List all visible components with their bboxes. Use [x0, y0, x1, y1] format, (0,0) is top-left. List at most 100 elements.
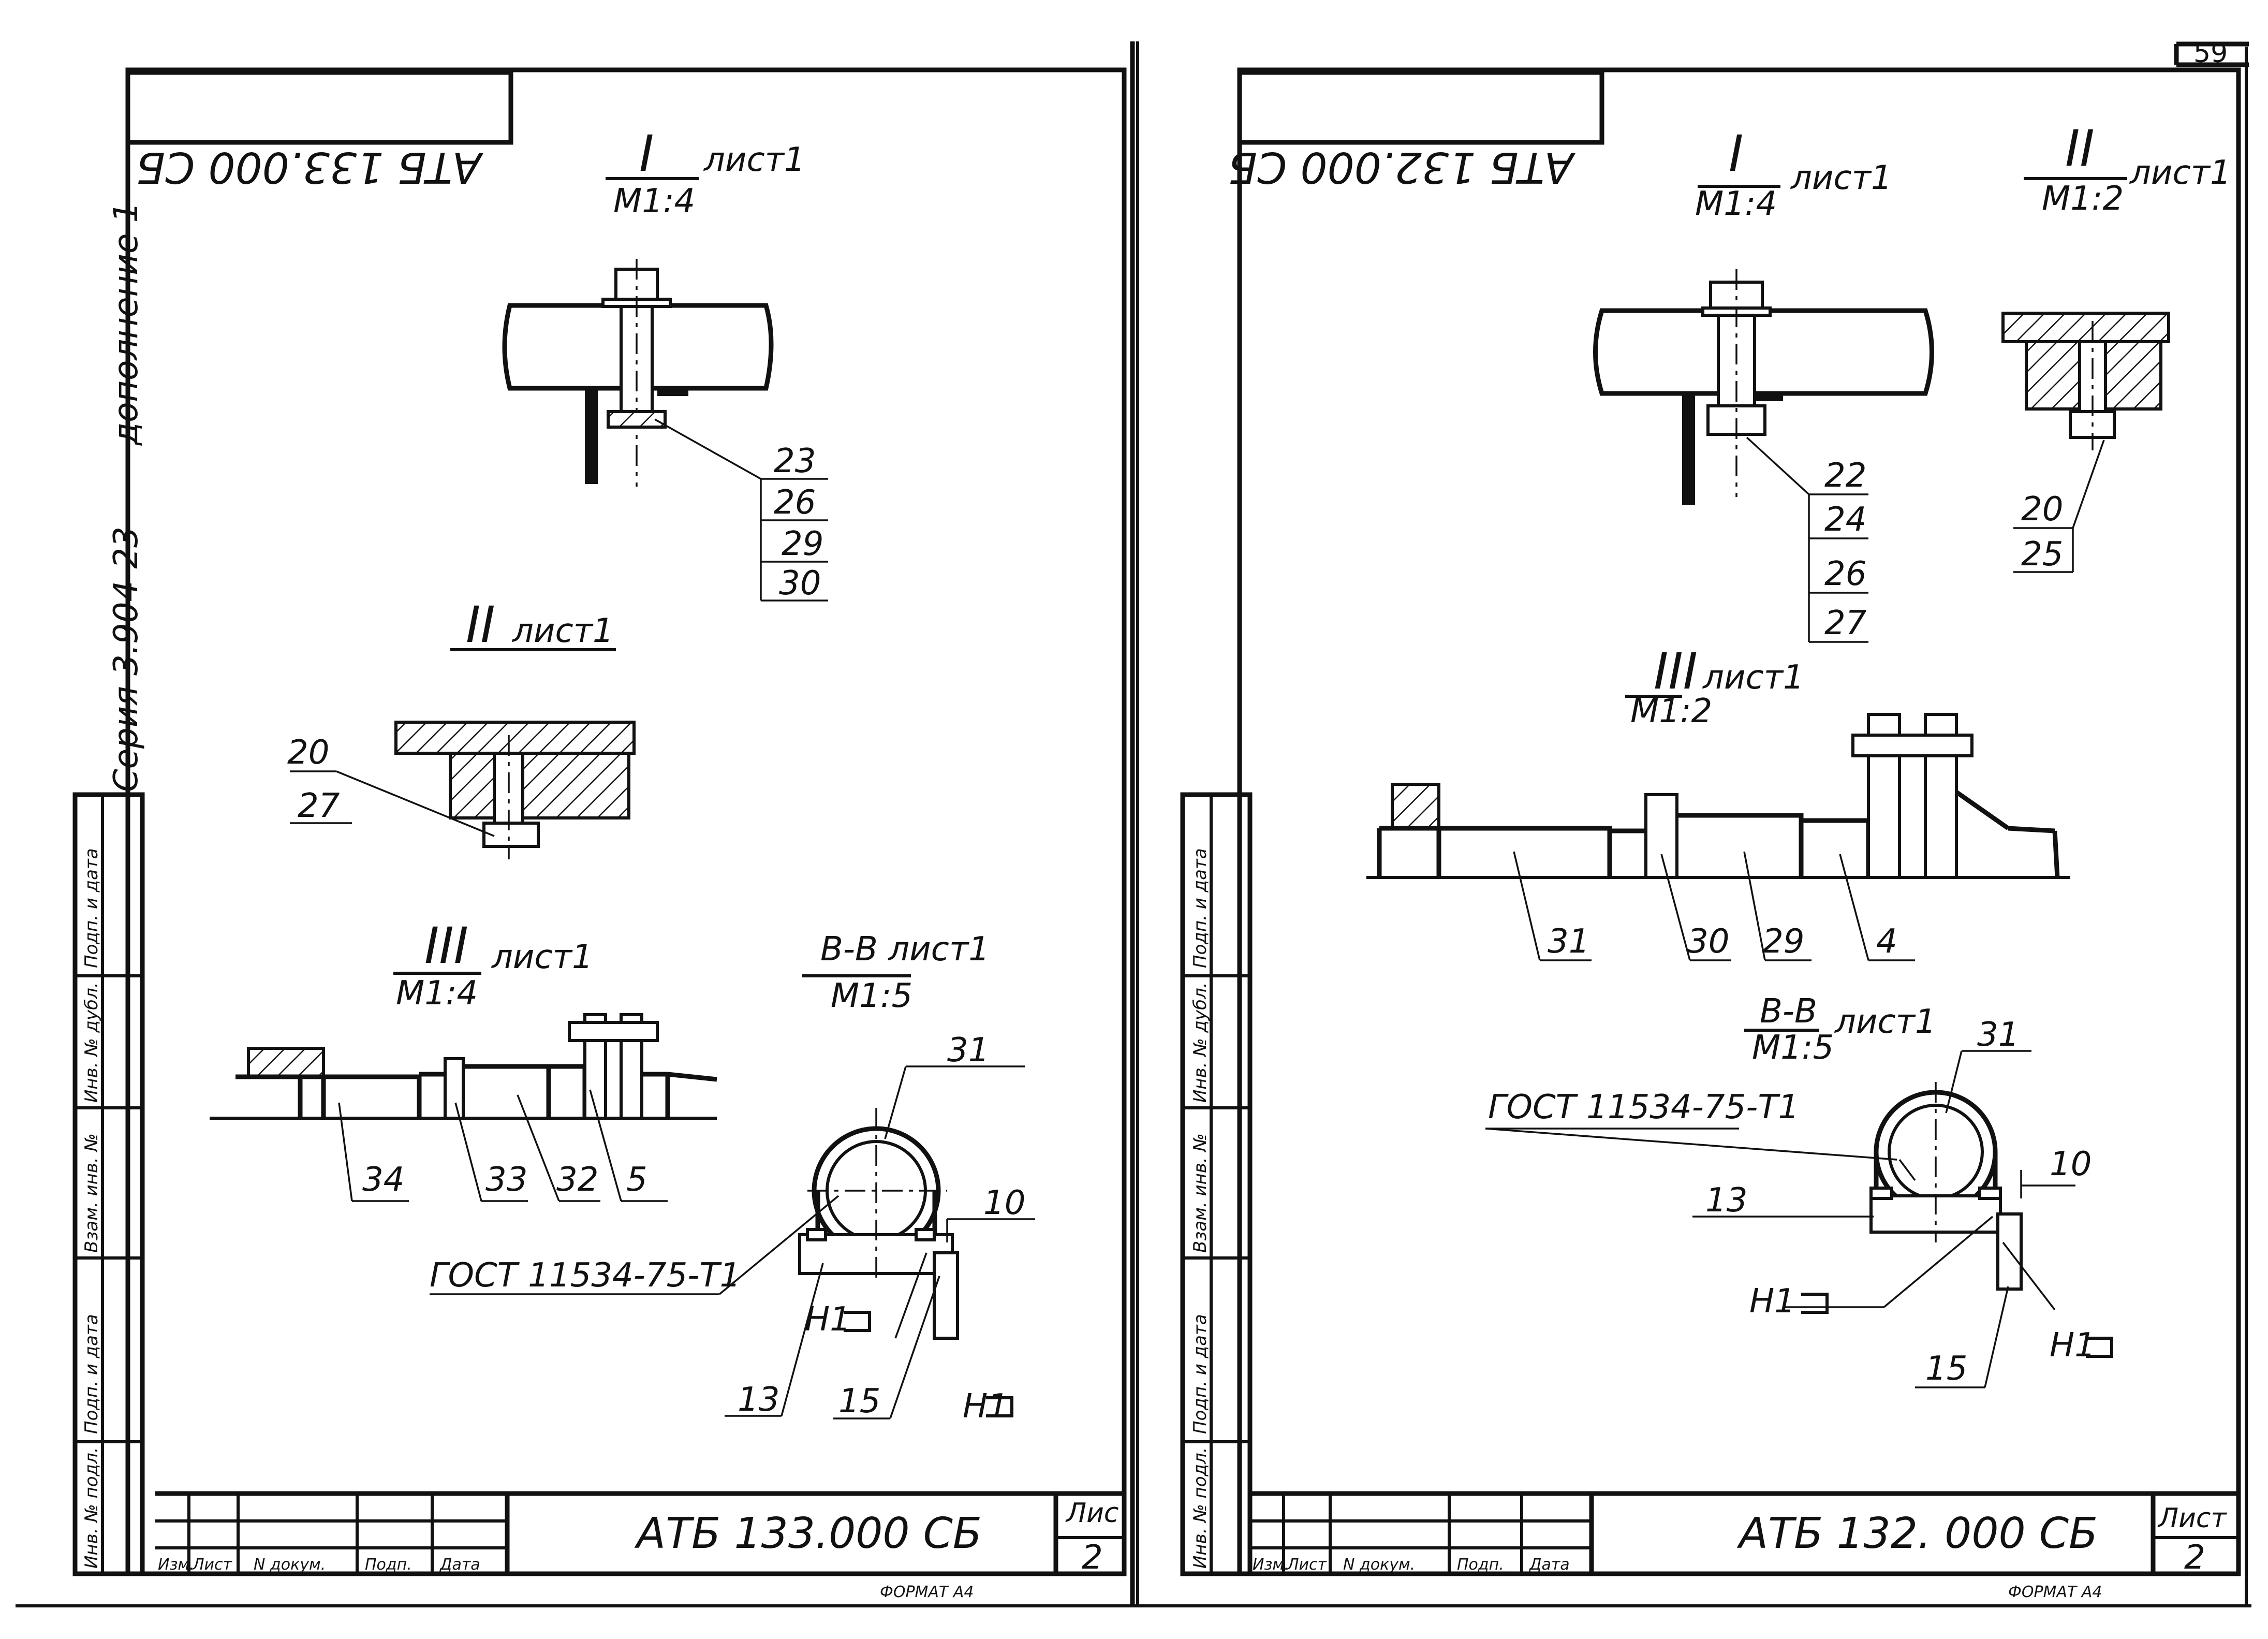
- right-rotated-code: АТБ 132.000 СБ: [1228, 142, 1576, 192]
- addendum-note: дополнение 1: [107, 202, 145, 446]
- left-col-2: Инв. № дубл.: [81, 982, 102, 1103]
- right-col-1: Подп. и дата: [1190, 848, 1211, 968]
- right-v3-c1: 31: [1548, 923, 1589, 961]
- right-v4-ref: лист1: [1834, 1003, 1936, 1041]
- left-v4-standard: ГОСТ 11534-75-Т1: [430, 1256, 741, 1295]
- left-v2-ref: лист1: [511, 612, 614, 650]
- outer-frame: [16, 41, 2251, 1607]
- left-v4-c4: 15: [838, 1382, 880, 1421]
- left-view-1: I лист1 М1:4 23 26 29 30: [502, 125, 828, 603]
- right-v3-c4: 4: [1876, 923, 1897, 961]
- left-doc-code: АТБ 133.000 СБ: [634, 1509, 982, 1558]
- left-v4-weld-2: Н1: [963, 1387, 1009, 1426]
- left-v3-c2: 33: [485, 1161, 527, 1199]
- left-v4-c2: 10: [983, 1184, 1025, 1222]
- page-number: 59: [2193, 38, 2228, 69]
- right-v1-c1: 22: [1824, 457, 1866, 495]
- left-v3-c3: 32: [556, 1161, 598, 1199]
- left-tb-list: Лист: [192, 1556, 233, 1574]
- right-v3-roman: III: [1654, 642, 1698, 700]
- left-v1-roman: I: [639, 125, 654, 183]
- left-view-4: В-В лист1 М1:5 31 10: [430, 930, 1035, 1426]
- right-v1-roman: I: [1729, 125, 1743, 183]
- right-view-4: В-В лист1 М1:5: [1485, 992, 2113, 1388]
- left-title-block: Изм. Лист N докум. Подп. Дата АТБ 133.00…: [155, 1491, 1124, 1601]
- right-sheet-number: 2: [2184, 1539, 2205, 1577]
- right-v1-ref: лист1: [1790, 159, 1892, 197]
- right-v1-c3: 26: [1824, 555, 1866, 593]
- right-tb-podp: Подп.: [1457, 1556, 1504, 1574]
- left-rotated-code: АТБ 133.000 СБ: [136, 142, 484, 192]
- left-v3-c1: 34: [362, 1161, 404, 1199]
- left-v2-roman: II: [466, 596, 495, 654]
- left-side-columns: Подп. и дата Инв. № дубл. Взам. инв. № П…: [72, 792, 145, 1576]
- left-v4-weld-1: Н1: [805, 1300, 851, 1339]
- left-v1-c4: 30: [779, 564, 821, 603]
- right-v1-scale: М1:4: [1695, 185, 1777, 223]
- right-sheet: АТБ 132.000 СБ Подп. и дата Инв. № дубл.…: [1180, 67, 2241, 1601]
- left-tb-ndoc: N докум.: [254, 1556, 326, 1574]
- right-tb-list: Лист: [1287, 1556, 1328, 1574]
- right-col-4: Подп. и дата: [1190, 1314, 1211, 1434]
- right-format: ФОРМАТ А4: [2008, 1583, 2102, 1601]
- left-tb-podp: Подп.: [365, 1556, 412, 1574]
- right-v2-ref: лист1: [2129, 154, 2231, 192]
- left-sheet: АТБ 133.000 СБ дополнение 1 Серия 3.904-…: [72, 67, 1127, 1601]
- right-v2-roman: II: [2065, 120, 2095, 178]
- right-view-2: II лист1 М1:2 20 25: [2001, 120, 2231, 574]
- left-v1-c1: 23: [774, 442, 816, 480]
- left-view-2: II лист1 20 27: [287, 596, 636, 859]
- right-v4-standard: ГОСТ 11534-75-Т1: [1488, 1088, 1799, 1126]
- right-tb-izm: Изм.: [1253, 1556, 1289, 1574]
- right-v4-c3: 13: [1705, 1181, 1747, 1220]
- right-tb-ndoc: N докум.: [1343, 1556, 1415, 1574]
- right-tb-data: Дата: [1528, 1556, 1570, 1574]
- right-v3-c3: 29: [1762, 923, 1804, 961]
- left-sheet-number: 2: [1082, 1539, 1103, 1577]
- left-v2-c2: 27: [298, 787, 340, 825]
- series-note: Серия 3.904-23: [107, 526, 145, 792]
- right-side-columns: Подп. и дата Инв. № дубл. Взам. инв. № П…: [1180, 792, 1253, 1576]
- right-v4-title: В-В: [1760, 992, 1817, 1031]
- left-v1-c2: 26: [774, 484, 816, 522]
- right-title-block: Изм. Лист N докум. Подп. Дата АТБ 132. 0…: [1250, 1491, 2238, 1601]
- right-v2-scale: М1:2: [2042, 180, 2124, 218]
- left-v3-roman: III: [424, 917, 468, 975]
- right-v1-c4: 27: [1824, 604, 1867, 642]
- right-view-3: III лист1 М1:2 31 30 29: [1366, 642, 2070, 961]
- left-col-5: Инв. № подл.: [81, 1447, 102, 1569]
- left-v1-c3: 29: [782, 525, 823, 563]
- left-v3-c4: 5: [626, 1161, 647, 1199]
- right-v4-c2: 10: [2050, 1145, 2092, 1183]
- right-v3-c2: 30: [1687, 923, 1729, 961]
- right-v1-c2: 24: [1824, 501, 1866, 539]
- left-v4-c3: 13: [738, 1381, 779, 1419]
- left-view-3: III лист1 М1:4 34 33 32: [210, 917, 717, 1202]
- left-sheet-label: Лис: [1065, 1498, 1119, 1529]
- right-v4-weld-1: Н1: [1749, 1282, 1795, 1321]
- right-v4-c1: 31: [1977, 1016, 2019, 1054]
- right-v3-scale: М1:2: [1630, 692, 1712, 730]
- right-col-5: Инв. № подл.: [1190, 1447, 1211, 1569]
- right-v4-scale: М1:5: [1752, 1029, 1834, 1067]
- right-view-1: I лист1 М1:4 22 24 26 27: [1593, 125, 1934, 643]
- right-col-3: Взам. инв. №: [1190, 1133, 1211, 1253]
- left-col-4: Подп. и дата: [81, 1314, 102, 1434]
- right-v3-ref: лист1: [1702, 658, 1804, 697]
- left-v3-ref: лист1: [491, 938, 593, 976]
- left-tb-izm: Изм.: [158, 1556, 195, 1574]
- left-format: ФОРМАТ А4: [880, 1583, 974, 1601]
- left-v1-scale: М1:4: [613, 182, 695, 221]
- left-v1-ref: лист1: [703, 141, 805, 179]
- left-col-3: Взам. инв. №: [81, 1133, 102, 1253]
- left-v4-title: В-В лист1: [820, 930, 990, 969]
- right-sheet-label: Лист: [2157, 1503, 2227, 1534]
- left-v3-scale: М1:4: [396, 974, 478, 1013]
- right-v4-c4: 15: [1925, 1350, 1967, 1388]
- left-v2-c1: 20: [287, 734, 329, 772]
- left-v4-scale: М1:5: [831, 977, 912, 1015]
- left-tb-data: Дата: [439, 1556, 480, 1574]
- right-v2-c1: 20: [2021, 490, 2063, 529]
- right-col-2: Инв. № дубл.: [1190, 982, 1211, 1103]
